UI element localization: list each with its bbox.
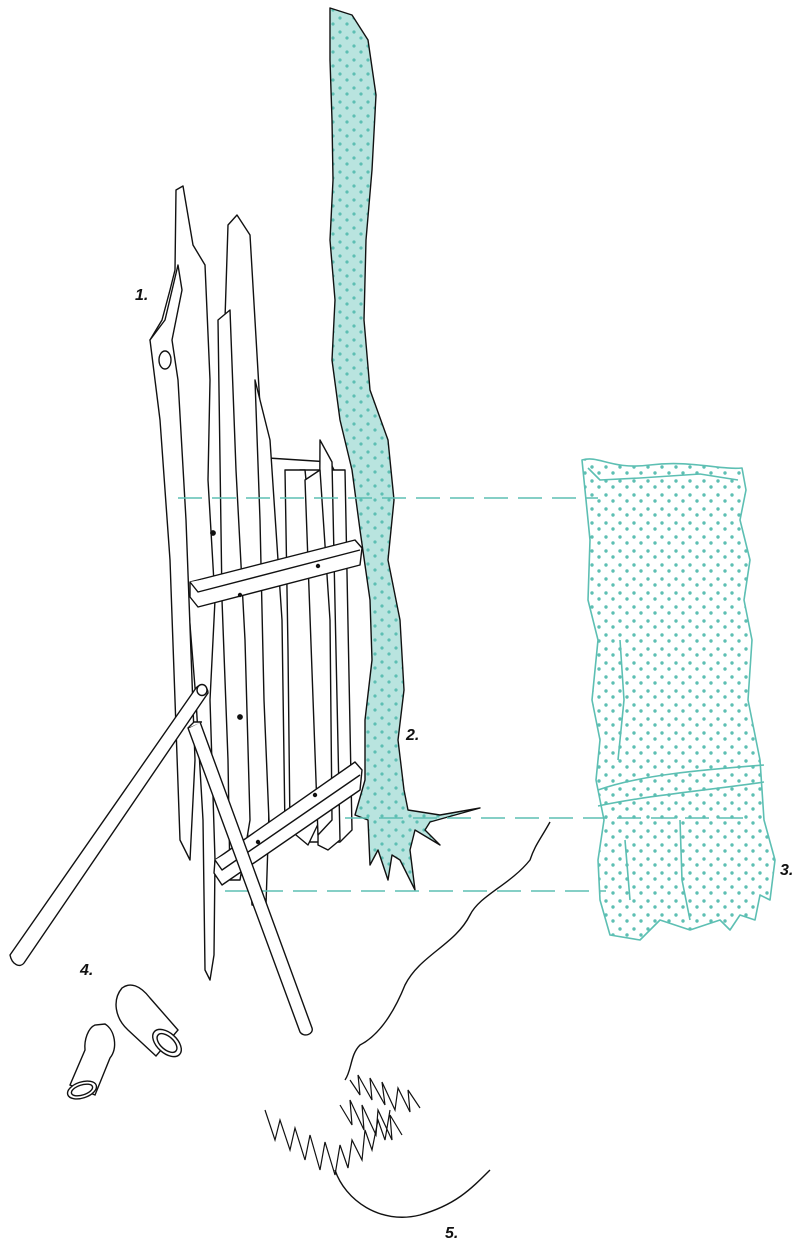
mesh-guard — [582, 459, 775, 940]
label-3: 3. — [780, 862, 793, 879]
tree-trunk — [330, 8, 480, 890]
label-2: 2. — [405, 727, 419, 744]
grass-tufts — [265, 1075, 420, 1175]
label-5: 5. — [445, 1225, 458, 1242]
label-1: 1. — [135, 287, 148, 304]
label-4: 4. — [79, 962, 93, 979]
tube-caps — [65, 985, 186, 1102]
wooden-guard — [150, 186, 362, 980]
ground-soil — [335, 822, 550, 1217]
